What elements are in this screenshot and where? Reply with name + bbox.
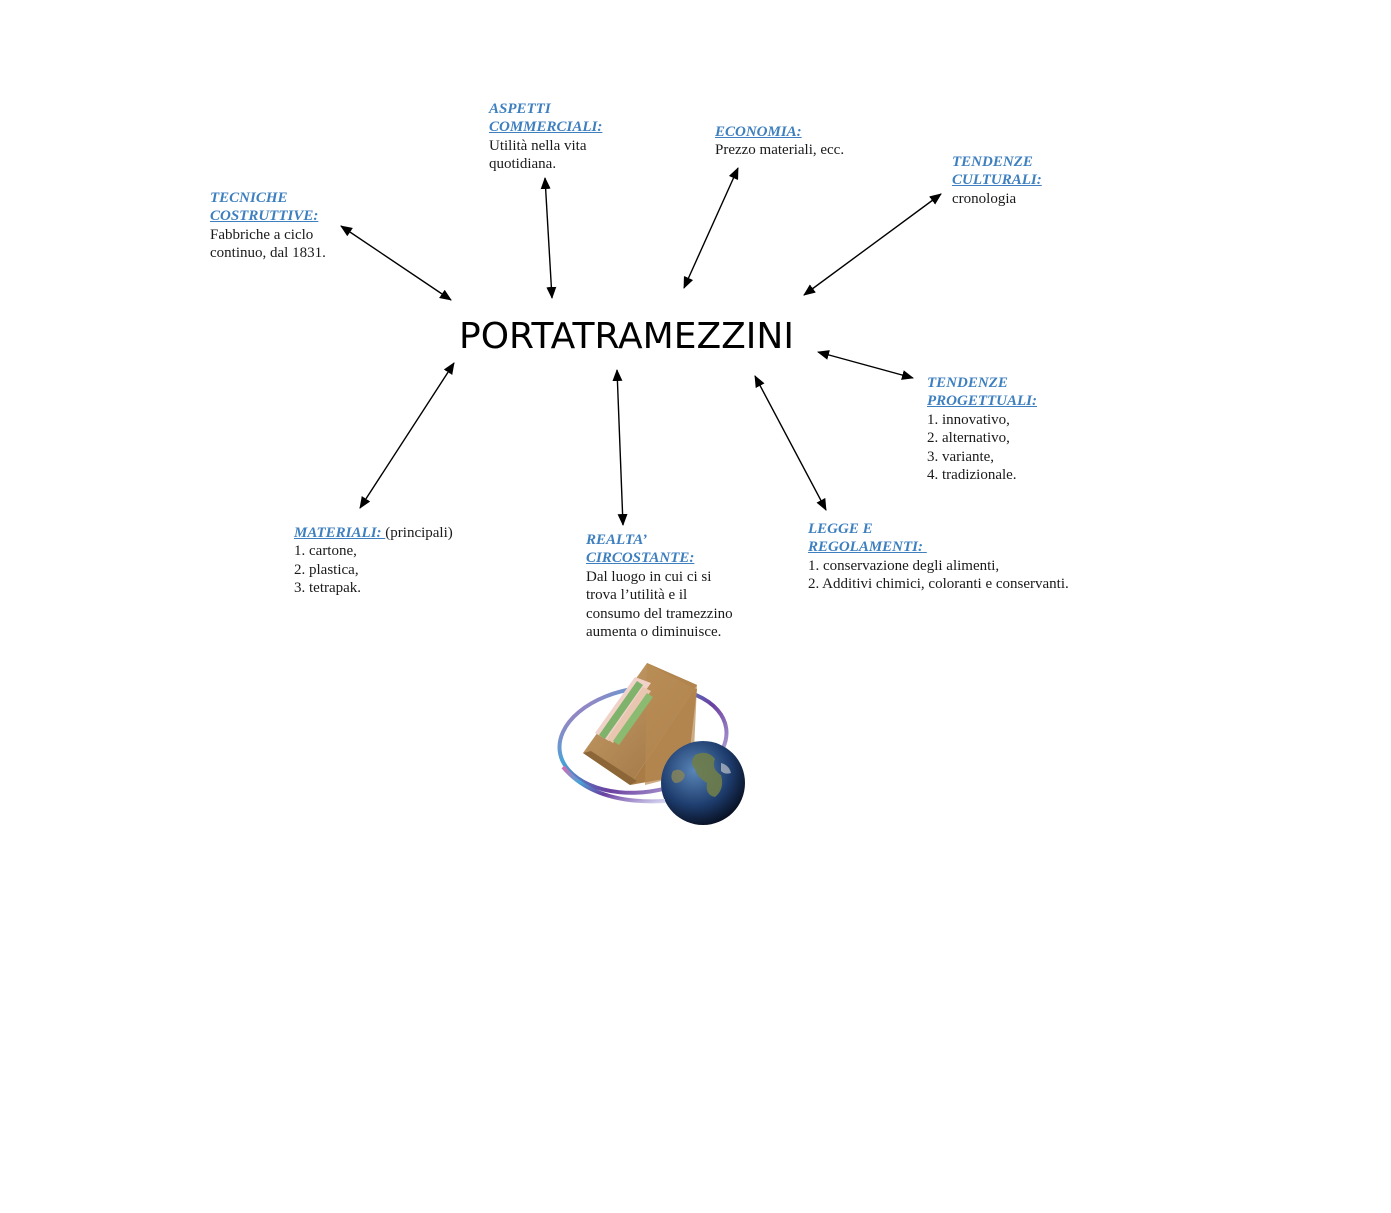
arrow-progettuali bbox=[817, 350, 914, 380]
arrow-legge bbox=[754, 375, 827, 511]
node-text: 2. Additivi chimici, coloranti e conserv… bbox=[808, 576, 1069, 593]
node-heading: TENDENZE bbox=[952, 154, 1033, 170]
sandwich-box-icon bbox=[583, 663, 697, 785]
node-heading: MATERIALI: bbox=[294, 525, 386, 541]
central-concept-title: PORTATRAMEZZINI bbox=[459, 316, 794, 357]
node-text: 1. cartone, bbox=[294, 543, 357, 560]
node-heading: TECNICHE bbox=[210, 190, 288, 206]
node-tendenze-culturali: TENDENZE CULTURALI: cronologia bbox=[952, 153, 1042, 208]
node-heading: ECONOMIA: bbox=[715, 124, 802, 140]
node-aspetti-commerciali: ASPETTI COMMERCIALI: Utilità nella vita … bbox=[489, 100, 602, 174]
node-heading: REGOLAMENTI: bbox=[808, 539, 927, 556]
arrow-culturali bbox=[803, 193, 942, 296]
node-legge-regolamenti: LEGGE E REGOLAMENTI: 1. conservazione de… bbox=[808, 520, 1069, 594]
arrow-tecniche bbox=[340, 225, 452, 301]
node-text: consumo del tramezzino bbox=[586, 605, 733, 622]
arrow-realta bbox=[612, 369, 628, 526]
node-realta-circostante: REALTA’ CIRCOSTANTE: Dal luogo in cui ci… bbox=[586, 531, 733, 641]
node-materiali: MATERIALI: (principali) 1. cartone, 2. p… bbox=[294, 524, 453, 598]
node-text: Prezzo materiali, ecc. bbox=[715, 142, 845, 159]
node-text: 4. tradizionale. bbox=[927, 467, 1017, 484]
node-tendenze-progettuali: TENDENZE PROGETTUALI: 1. innovativo, 2. … bbox=[927, 374, 1037, 484]
node-text: Utilità nella vita bbox=[489, 137, 587, 154]
node-text: quotidiana. bbox=[489, 156, 557, 173]
node-text: Fabbriche a ciclo bbox=[210, 226, 314, 243]
node-text: 3. tetrapak. bbox=[294, 580, 362, 597]
node-heading: COSTRUTTIVE: bbox=[210, 208, 319, 225]
node-text: 1. innovativo, bbox=[927, 411, 1010, 428]
node-text: 2. alternativo, bbox=[927, 430, 1010, 447]
node-text: continuo, dal 1831. bbox=[210, 245, 326, 262]
node-heading: REALTA’ bbox=[586, 532, 648, 548]
node-heading: COMMERCIALI: bbox=[489, 119, 603, 136]
node-heading: PROGETTUALI: bbox=[927, 393, 1037, 410]
node-heading: ASPETTI bbox=[489, 101, 551, 117]
arrow-aspetti bbox=[540, 177, 557, 299]
node-text: 1. conservazione degli alimenti, bbox=[808, 557, 1000, 574]
node-heading: LEGGE E bbox=[808, 521, 873, 537]
node-text: trova l’utilità e il bbox=[586, 587, 688, 604]
node-heading-suffix: (principali) bbox=[385, 525, 453, 541]
node-text: 3. variante, bbox=[927, 448, 995, 465]
node-heading: CIRCOSTANTE: bbox=[586, 550, 695, 567]
arrow-economia bbox=[683, 167, 739, 289]
sandwich-globe-illustration bbox=[557, 663, 745, 825]
node-tecniche-costruttive: TECNICHE COSTRUTTIVE: Fabbriche a ciclo … bbox=[210, 189, 326, 263]
node-text: cronologia bbox=[952, 190, 1017, 207]
node-heading: TENDENZE bbox=[927, 375, 1008, 391]
node-heading: CULTURALI: bbox=[952, 172, 1042, 189]
node-text: aumenta o diminuisce. bbox=[586, 624, 722, 641]
node-economia: ECONOMIA: Prezzo materiali, ecc. bbox=[715, 123, 844, 160]
node-text: 2. plastica, bbox=[294, 561, 359, 578]
earth-globe-icon bbox=[661, 741, 745, 825]
arrow-materiali bbox=[359, 362, 455, 509]
node-text: Dal luogo in cui ci si bbox=[586, 568, 712, 585]
node-heading-line: MATERIALI: (principali) bbox=[294, 524, 453, 542]
